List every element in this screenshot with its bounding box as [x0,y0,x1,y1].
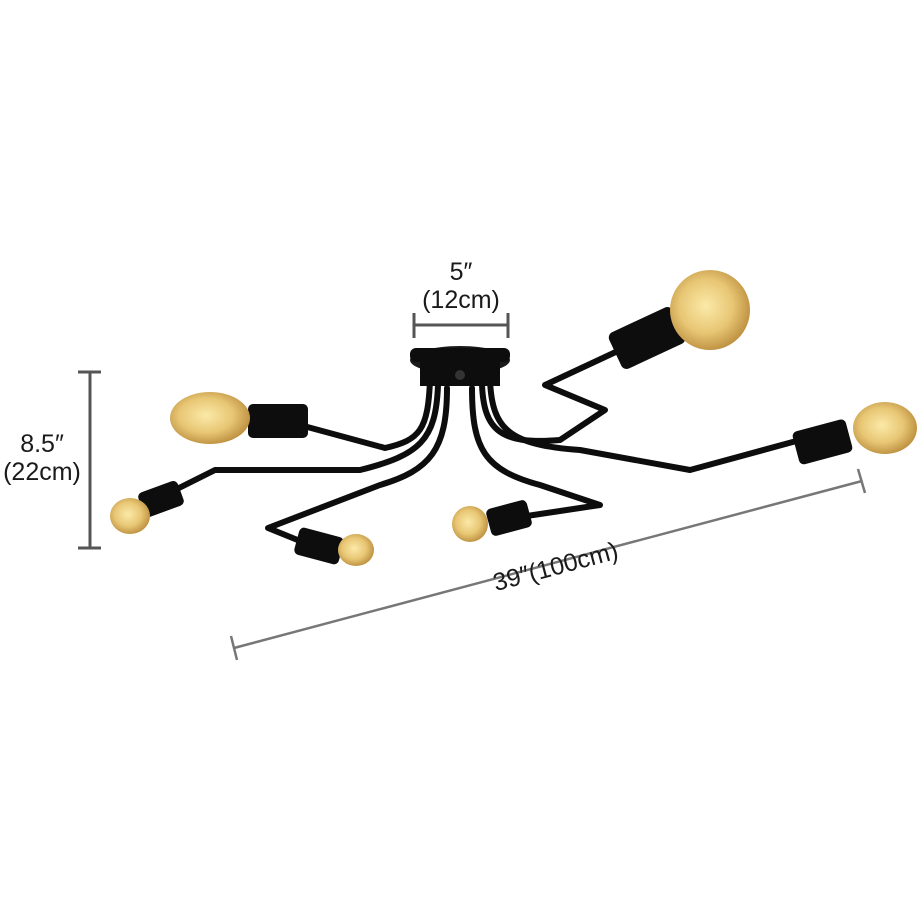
height-cm: (22cm) [3,458,81,486]
canopy-dimension-line [412,313,510,338]
bulb-far-left [110,481,184,534]
height-dimension-line [78,370,101,550]
bulb-upper-right [608,270,750,369]
bulb-upper-left [170,392,308,444]
height-dimension-label: 8.5″ (22cm) [0,430,84,486]
canopy-cm: (12cm) [422,286,500,314]
bulb-lower-left [294,527,374,566]
bulb-far-right [792,402,917,465]
bulb-lower-center [452,500,532,542]
canopy-inches: 5″ [449,258,473,286]
lamp-arms [162,347,803,546]
width-dimension-line [229,468,867,661]
canopy-dimension-label: 5″ (12cm) [416,258,506,314]
height-inches: 8.5″ [20,430,64,458]
ceiling-canopy [410,346,510,386]
